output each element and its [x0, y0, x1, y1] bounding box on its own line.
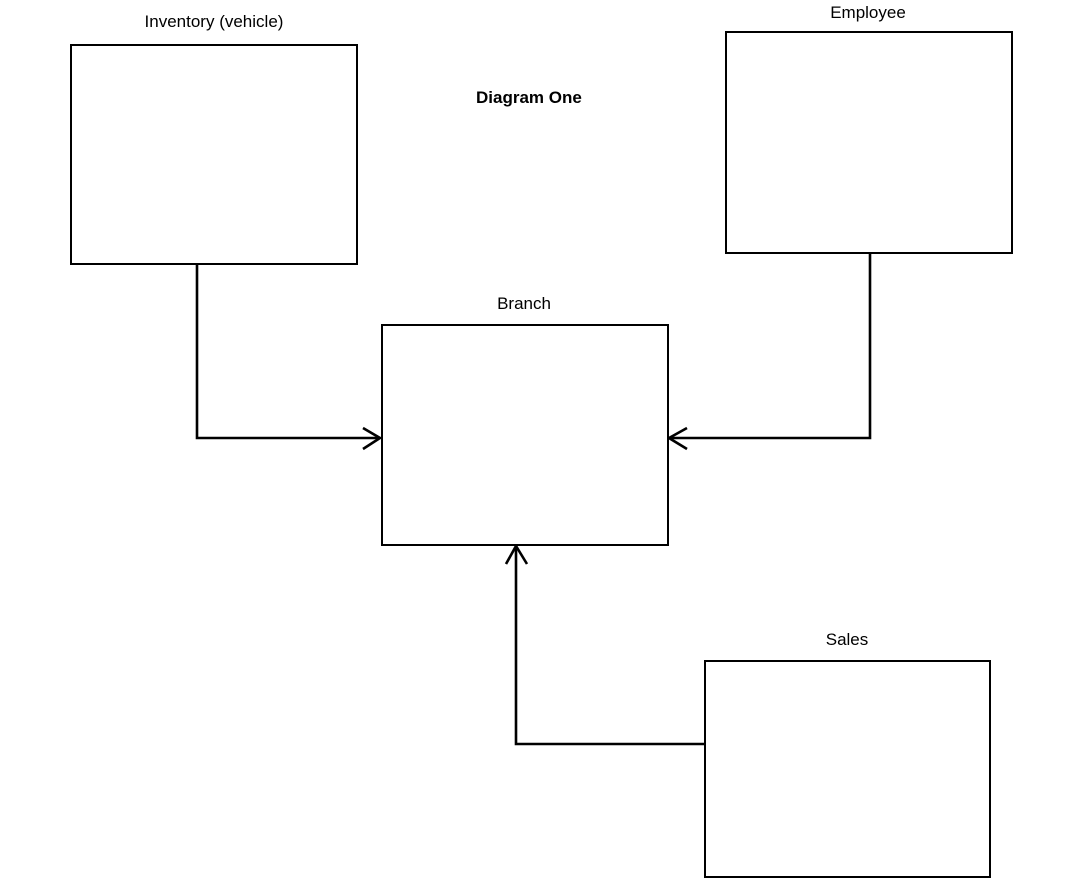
node-label-branch: Branch — [497, 294, 551, 313]
node-branch[interactable] — [381, 324, 669, 546]
node-inventory[interactable] — [70, 44, 358, 265]
node-label-employee: Employee — [830, 3, 906, 22]
node-employee[interactable] — [725, 31, 1013, 254]
edge-employee-to-branch — [666, 254, 872, 451]
node-sales[interactable] — [704, 660, 991, 878]
arrowhead-up-icon — [504, 543, 529, 565]
edge-sales-to-branch — [504, 543, 704, 746]
diagram-title: Diagram One — [476, 88, 582, 107]
arrowhead-right-icon — [362, 426, 383, 451]
arrowhead-left-icon — [666, 426, 688, 451]
edge-inventory-to-branch — [195, 264, 383, 451]
node-label-sales: Sales — [825, 630, 869, 649]
node-label-inventory: Inventory (vehicle) — [144, 12, 284, 31]
